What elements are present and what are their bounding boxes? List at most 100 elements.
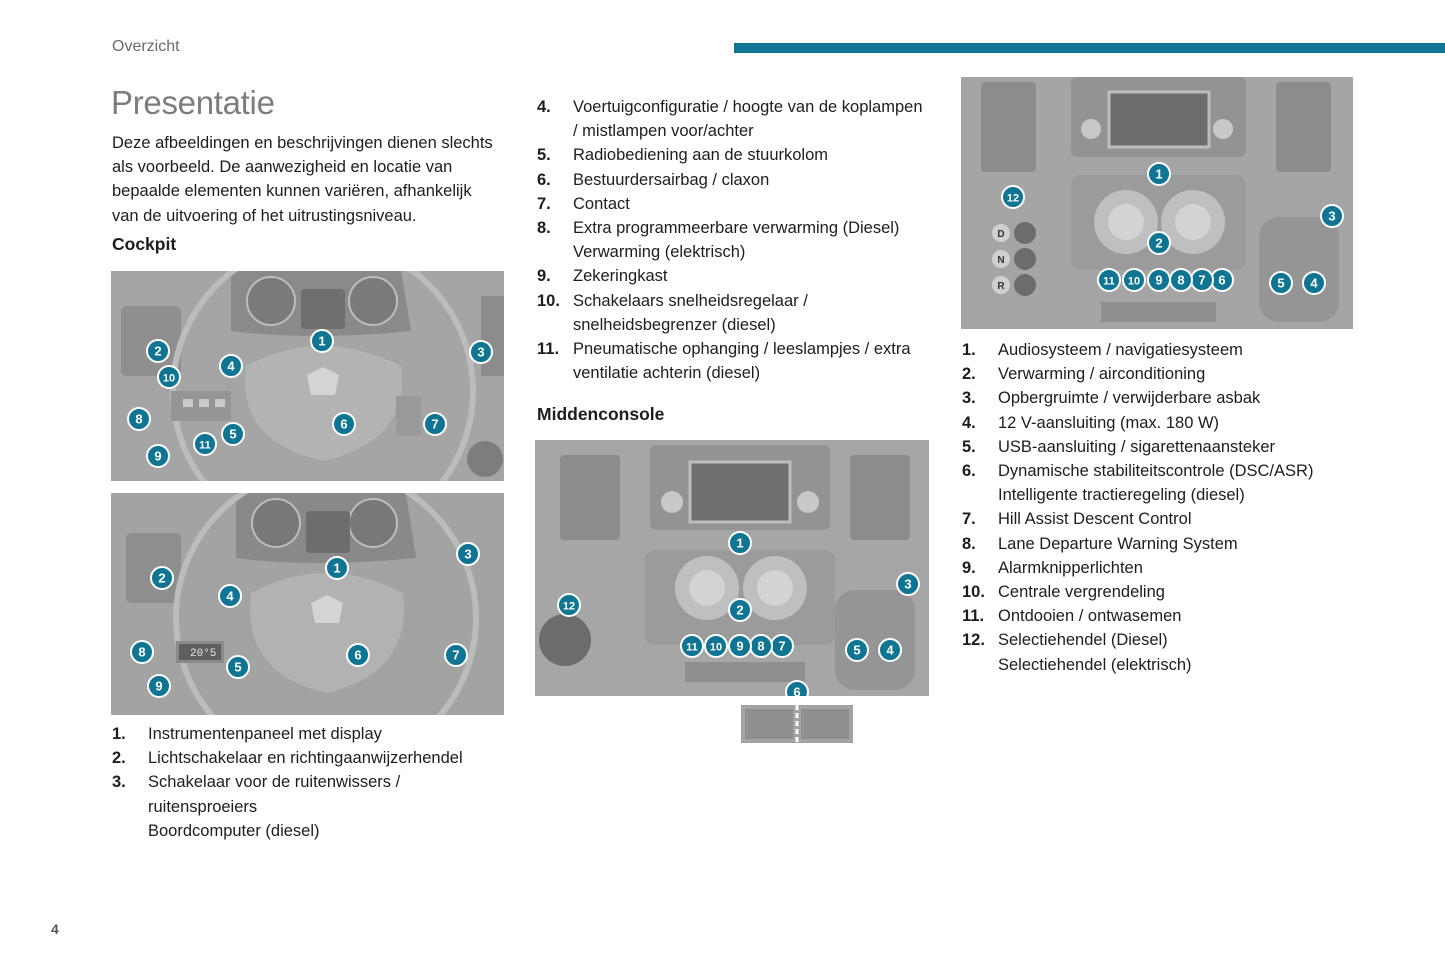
callout-number: 3 xyxy=(477,345,484,360)
callout-number: 9 xyxy=(155,679,162,694)
callout-circle xyxy=(423,412,447,436)
list-item: 7.Hill Assist Descent Control xyxy=(962,507,1382,531)
callout-badge-8: 8 xyxy=(130,640,154,664)
item-text: Verwarming / airconditioning xyxy=(998,365,1206,384)
callout-badge-4: 4 xyxy=(878,638,902,662)
cockpit-heading: Cockpit xyxy=(112,234,177,254)
callout-number: 10 xyxy=(163,373,175,385)
callout-number: 9 xyxy=(736,639,743,654)
callout-circle xyxy=(557,593,581,617)
list-item: 2.Lichtschakelaar en richtingaanwijzerhe… xyxy=(112,746,512,770)
list-item: 4.Voertuigconfiguratie / hoogte van de k… xyxy=(537,95,942,143)
callout-circle xyxy=(127,407,151,431)
item-number: 10. xyxy=(962,583,985,602)
callout-badge-6: 6 xyxy=(332,412,356,436)
callout-badge-7: 7 xyxy=(770,634,794,658)
callout-circle xyxy=(704,634,728,658)
callout-number: 9 xyxy=(1155,273,1162,288)
callout-circle xyxy=(147,674,171,698)
list-item: 9.Zekeringkast xyxy=(537,264,942,288)
callout-circle xyxy=(1147,268,1171,292)
item-text: ruitensproeiers xyxy=(148,797,258,816)
item-text: Bestuurdersairbag / claxon xyxy=(573,170,770,189)
callout-number: 2 xyxy=(736,603,743,618)
list-item: 9.Alarmknipperlichten xyxy=(962,556,1382,580)
list-item: 12.Selectiehendel (Diesel)Selectiehendel… xyxy=(962,628,1382,676)
callout-badge-7: 7 xyxy=(444,643,468,667)
item-number: 11. xyxy=(962,607,985,626)
callout-circle xyxy=(146,444,170,468)
callout-number: 1 xyxy=(333,561,340,576)
list-item: 3.Opbergruimte / verwijderbare asbak xyxy=(962,386,1382,410)
callout-badge-1: 1 xyxy=(325,556,349,580)
callout-circle xyxy=(1147,231,1171,255)
callout-badge-10: 10 xyxy=(157,365,181,389)
list-item: 10.Centrale vergrendeling xyxy=(962,580,1382,604)
callout-number: 3 xyxy=(1328,209,1335,224)
callout-circle xyxy=(219,354,243,378)
callout-badge-3: 3 xyxy=(1320,204,1344,228)
callout-number: 5 xyxy=(234,660,241,675)
list-item: 11.Pneumatische ophanging / leeslampjes … xyxy=(537,337,942,385)
item-number: 6. xyxy=(537,170,551,189)
callout-badge-3: 3 xyxy=(456,542,480,566)
callout-circle xyxy=(1122,268,1146,292)
callout-number: 1 xyxy=(1155,167,1162,182)
callout-circle xyxy=(146,339,170,363)
item-text: Contact xyxy=(573,194,630,213)
item-text: Lane Departure Warning System xyxy=(998,534,1238,553)
callout-circle xyxy=(444,643,468,667)
callout-number: 2 xyxy=(154,344,161,359)
callout-badge-3: 3 xyxy=(469,340,493,364)
callout-badge-1: 1 xyxy=(1147,162,1171,186)
list-item: 1. Instrumentenpaneel met display xyxy=(112,722,512,746)
callout-badge-11: 11 xyxy=(1097,268,1121,292)
list-item: 5. Radiobediening aan de stuurkolom xyxy=(537,143,942,167)
callout-badge-11: 11 xyxy=(193,432,217,456)
callout-number: 10 xyxy=(1128,276,1140,288)
item-text: Alarmknipperlichten xyxy=(998,558,1143,577)
callout-badge-11: 11 xyxy=(680,634,704,658)
callout-number: 7 xyxy=(778,639,785,654)
callout-circle xyxy=(878,638,902,662)
item-number: 5. xyxy=(537,146,551,165)
list-item: 11.Ontdooien / ontwasemen xyxy=(962,604,1382,628)
callout-circle xyxy=(845,638,869,662)
gear-label-d: D xyxy=(997,229,1004,240)
callout-circle xyxy=(1302,271,1326,295)
callout-badge-9: 9 xyxy=(147,674,171,698)
callout-badge-4: 4 xyxy=(219,354,243,378)
callout-badge-9: 9 xyxy=(728,634,752,658)
callout-circle xyxy=(218,584,242,608)
callout-circle xyxy=(1001,185,1025,209)
callout-number: 1 xyxy=(736,536,743,551)
item-text: Pneumatische ophanging / leeslampjes / e… xyxy=(573,340,911,359)
list-item: 4.12 V-aansluiting (max. 180 W) xyxy=(962,411,1382,435)
callout-badge-10: 10 xyxy=(704,634,728,658)
item-number: 12. xyxy=(962,631,985,650)
callout-circle xyxy=(130,640,154,664)
item-text: Schakelaars snelheidsregelaar / xyxy=(573,291,808,310)
callout-circle xyxy=(346,643,370,667)
callout-number: 4 xyxy=(886,643,894,658)
callout-badge-5: 5 xyxy=(845,638,869,662)
callout-badge-12: 12 xyxy=(1001,185,1025,209)
list-item: 5.USB-aansluiting / sigarettenaansteker xyxy=(962,435,1382,459)
callout-circle xyxy=(896,572,920,596)
item-number: 1. xyxy=(112,725,126,743)
callout-number: 3 xyxy=(904,577,911,592)
callout-badge-6: 6 xyxy=(1210,268,1234,292)
callout-number: 6 xyxy=(1218,273,1225,288)
item-text: Instrumentenpaneel met display xyxy=(148,725,382,743)
intro-line: als voorbeeld. De aanwezigheid en locati… xyxy=(112,158,453,177)
page-title: Presentatie xyxy=(111,84,275,121)
callout-circle xyxy=(226,655,250,679)
section-label: Overzicht xyxy=(112,38,180,55)
item-number: 6. xyxy=(962,462,976,481)
item-text: Verwarming (elektrisch) xyxy=(573,243,746,262)
callout-number: 11 xyxy=(199,440,211,452)
item-number: 9. xyxy=(537,267,551,286)
item-text: Radiobediening aan de stuurkolom xyxy=(573,146,829,165)
